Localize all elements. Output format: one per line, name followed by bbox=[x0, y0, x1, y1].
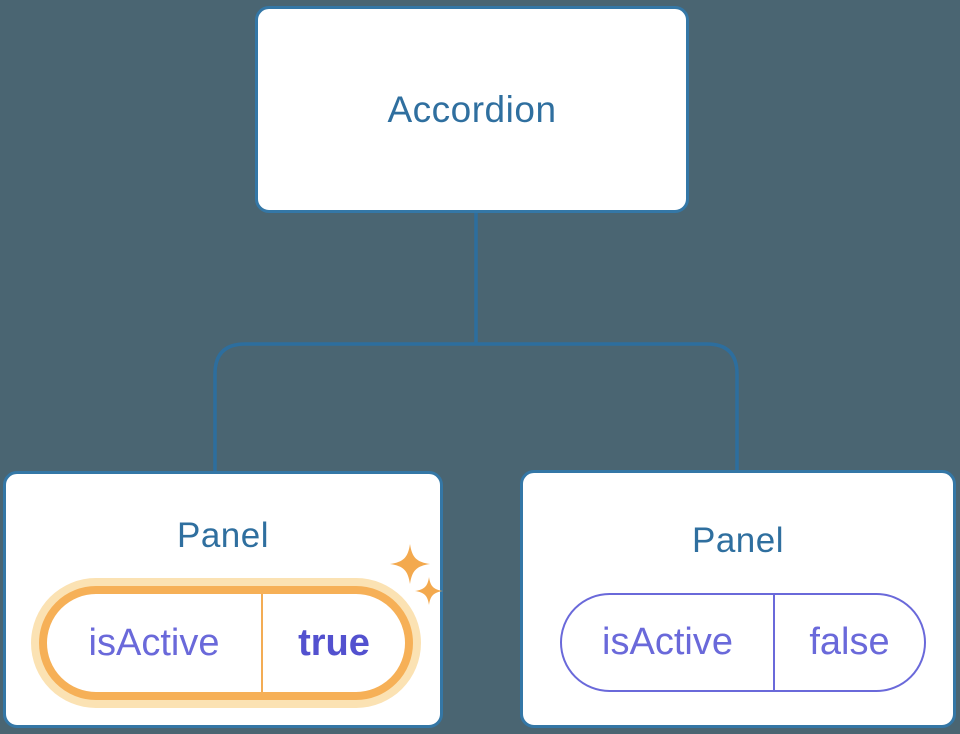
panel-node-inactive: Panel isActive false bbox=[520, 470, 956, 728]
accordion-node: Accordion bbox=[255, 6, 689, 213]
panel-title: Panel bbox=[691, 521, 785, 560]
prop-value-label: true bbox=[261, 594, 405, 692]
prop-value-label: false bbox=[773, 595, 924, 690]
panel-node-active: Panel isActive true bbox=[3, 471, 443, 728]
sparkle-icon bbox=[390, 544, 443, 605]
prop-name-label: isActive bbox=[88, 621, 220, 664]
state-pill-isactive-false: isActive false bbox=[560, 593, 926, 692]
state-pill-isactive-true: isActive true bbox=[39, 586, 413, 700]
prop-name-label: isActive bbox=[602, 621, 733, 663]
accordion-node-label: Accordion bbox=[387, 88, 557, 130]
panel-title: Panel bbox=[176, 516, 270, 555]
